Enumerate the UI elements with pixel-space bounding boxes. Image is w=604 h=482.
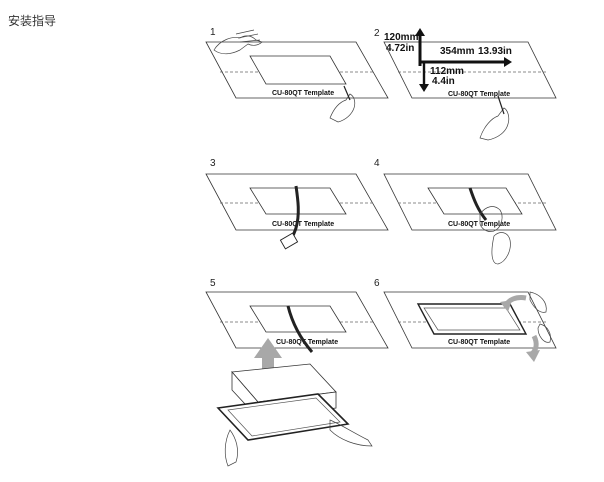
step-2-depth-mm: 112mm: [430, 66, 464, 77]
step-1-hand-top: [213, 35, 263, 55]
step-4-number: 4: [374, 158, 380, 169]
step-6-panel: 6 CU-80QT Template: [374, 278, 557, 362]
step-2-width-arrowhead: [504, 57, 512, 67]
step-1-hand-bottom: [329, 93, 356, 123]
step-5-hand-left: [224, 429, 238, 467]
step-5-template-label: CU-80QT Template: [276, 339, 338, 346]
step-2-depth-in: 4.4in: [432, 76, 455, 87]
step-2-template-label: CU-80QT Template: [448, 91, 510, 98]
step-5-hand-right: [329, 419, 373, 447]
step-2-width-mm: 354mm: [440, 46, 475, 57]
step-1-fingers: [235, 29, 261, 43]
step-4-template-label: CU-80QT Template: [448, 221, 510, 228]
step-2-height-in: 4.72in: [386, 43, 414, 54]
step-5-panel: 5 CU-80QT Template: [205, 278, 389, 467]
step-5-grille-inner: [227, 397, 341, 437]
step-2-width-in: 13.93in: [478, 46, 512, 57]
step-5-cable: [286, 305, 314, 353]
step-6-arrowhead-top: [500, 300, 512, 312]
step-3-template-label: CU-80QT Template: [272, 221, 334, 228]
step-4-hand-right: [491, 232, 511, 265]
step-2-height-mm: 120mm: [384, 32, 419, 43]
step-4-cable: [468, 187, 488, 221]
step-2-number: 2: [374, 28, 380, 39]
step-3-connector: [279, 232, 299, 250]
step-1-number: 1: [210, 27, 216, 38]
step-2-height-arrowhead: [415, 28, 425, 36]
step-5-grille-frame: [216, 393, 350, 441]
step-5-number: 5: [210, 278, 216, 289]
step-5-up-arrow: [254, 338, 282, 384]
step-1-template-label: CU-80QT Template: [272, 90, 334, 97]
step-6-hand-bottom: [537, 323, 551, 343]
step-3-panel: 3 CU-80QT Template: [205, 158, 389, 250]
step-2-pencil: [497, 95, 505, 115]
step-4-panel: 4 CU-80QT Template: [374, 158, 557, 265]
step-6-installed-grille: [416, 303, 528, 335]
step-1-template-cutout: [249, 55, 347, 85]
step-2-depth-arrowhead: [419, 84, 429, 92]
step-3-number: 3: [210, 158, 216, 169]
step-2-panel: 2 CU-80QT Template 120mm 4.72in 354mm 13…: [374, 28, 557, 141]
step-6-grille-inner: [423, 307, 521, 331]
step-6-number: 6: [374, 278, 380, 289]
step-1-panel: 1 CU-80QT Template: [205, 27, 389, 123]
step-5-cutout: [249, 305, 347, 333]
step-2-hand: [479, 107, 510, 141]
step-1-pencil: [343, 85, 351, 101]
step-4-hand-left: [479, 206, 503, 232]
step-6-hand-top: [529, 291, 547, 313]
page-title: 安装指导: [8, 14, 57, 28]
step-6-template-label: CU-80QT Template: [448, 339, 510, 346]
step-6-arrowhead-bottom: [526, 350, 540, 362]
